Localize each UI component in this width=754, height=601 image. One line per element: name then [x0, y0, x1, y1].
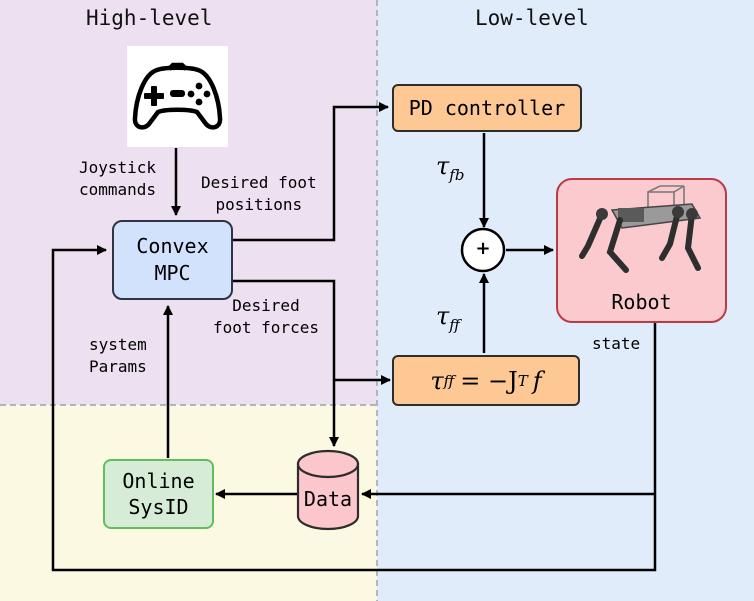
gamepad-icon: [132, 62, 223, 130]
pd-controller-node: PD controller: [392, 84, 582, 132]
high-level-title: High-level: [86, 6, 213, 30]
tau-ff-label: τff: [436, 302, 460, 334]
online-sysid-node: Online SysID: [103, 459, 214, 529]
state-label: state: [592, 334, 641, 353]
sum-junction: [460, 227, 506, 273]
robot-node: Robot: [556, 178, 727, 323]
quadruped-robot-icon: [579, 185, 702, 273]
edge-mpc-to-pd: [233, 102, 389, 242]
joystick-node: [127, 46, 228, 147]
convex-mpc-node: Convex MPC: [112, 220, 233, 300]
data-cylinder: [296, 449, 360, 531]
ff-subscript: ff: [443, 371, 455, 390]
low-level-title: Low-level: [475, 6, 589, 30]
ff-eq: = −J: [460, 366, 518, 395]
joystick-commands-label: Joystick commands: [79, 158, 157, 199]
desired-foot-forces-label: Desired foot forces: [213, 296, 319, 337]
system-params-label: system Params: [89, 335, 147, 376]
edge-state-line: [51, 245, 657, 572]
data-label: Data: [303, 487, 353, 511]
robot-label: Robot: [611, 290, 672, 314]
desired-foot-positions-label: Desired foot positions: [201, 173, 317, 214]
ff-force: f: [532, 366, 542, 395]
tau-fb-label: τfb: [436, 152, 465, 184]
ff-superscript: T: [517, 371, 528, 390]
sum-sign: +: [475, 238, 491, 259]
ff-tau: τ: [430, 366, 444, 395]
edge-mpc-to-data: [233, 279, 339, 447]
